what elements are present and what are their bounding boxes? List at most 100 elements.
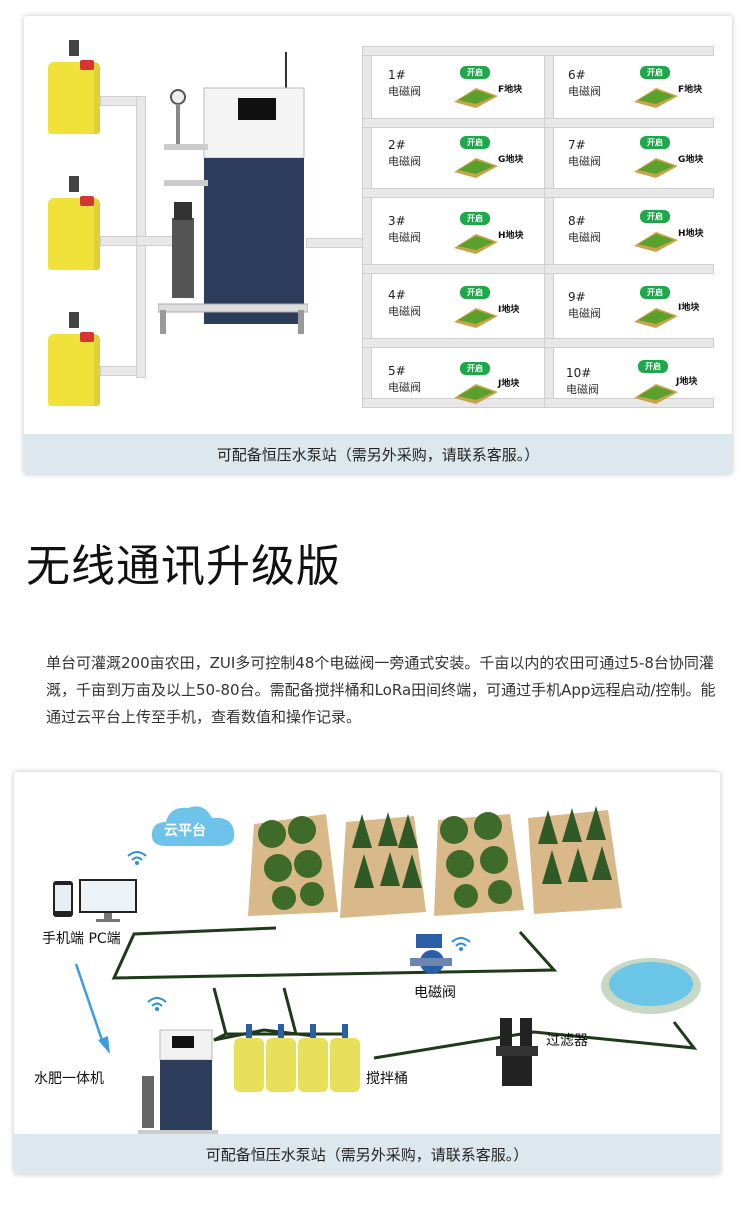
open-status-badge: 开启 xyxy=(640,66,670,79)
open-status-badge: 开启 xyxy=(640,210,670,223)
open-status-badge: 开启 xyxy=(460,66,490,79)
mixing-tanks xyxy=(234,1024,360,1092)
bottom-caption: 可配备恒压水泵站（需另外采购，请联系客服。） xyxy=(14,1134,720,1174)
monitor-icon xyxy=(79,879,137,922)
phone-icon xyxy=(53,881,73,917)
wifi-icon xyxy=(147,997,167,1011)
arrow-icon xyxy=(74,963,110,1054)
field-plot-icon xyxy=(454,234,498,254)
fertilizer-tank-3 xyxy=(48,334,100,406)
machine-label: 水肥一体机 xyxy=(34,1071,104,1087)
field-plot-icon xyxy=(454,308,498,328)
valve-number: 8# xyxy=(568,214,586,228)
plot-label: H地块 xyxy=(498,231,524,241)
branch-pipe xyxy=(544,398,714,408)
section-heading: 无线通讯升级版 xyxy=(26,541,341,592)
solenoid-valve-icon xyxy=(410,934,452,974)
plot-label: J地块 xyxy=(676,377,698,387)
valve-name: 电磁阀 xyxy=(388,155,421,168)
top-system-panel: 1# 电磁阀 开启 F地块 2# 电磁阀 开启 G地块 3# 电磁阀 开启 H地… xyxy=(24,16,732,474)
valve-number: 2# xyxy=(388,138,406,152)
field-plot-icon xyxy=(634,88,678,108)
valve-name: 电磁阀 xyxy=(566,383,599,396)
valve-name: 电磁阀 xyxy=(568,307,601,320)
open-status-badge: 开启 xyxy=(640,136,670,149)
valve-name: 电磁阀 xyxy=(568,231,601,244)
valve-number: 10# xyxy=(566,366,592,380)
tank-pipe-3 xyxy=(100,366,140,376)
branch-pipe xyxy=(362,264,546,274)
water-pond xyxy=(601,958,701,1014)
tank-motor-2 xyxy=(69,176,79,192)
left-manifold xyxy=(362,48,372,402)
tank-cap-2 xyxy=(80,196,94,206)
plot-label: J地块 xyxy=(498,379,520,389)
valve-number: 6# xyxy=(568,68,586,82)
field-plot-icon xyxy=(634,308,678,328)
fertilizer-tank-2 xyxy=(48,198,100,270)
tank-motor-3 xyxy=(69,312,79,328)
wifi-icon xyxy=(127,851,147,865)
field-plot-icon xyxy=(454,158,498,178)
tank-cap-3 xyxy=(80,332,94,342)
valve-name: 电磁阀 xyxy=(568,85,601,98)
valve-label: 电磁阀 xyxy=(414,985,456,1001)
right-manifold xyxy=(544,48,554,402)
branch-pipe xyxy=(544,338,714,348)
valve-name: 电磁阀 xyxy=(388,381,421,394)
field-plot-icon xyxy=(634,384,678,404)
crop-fields xyxy=(248,806,622,918)
open-status-badge: 开启 xyxy=(640,286,670,299)
cloud-icon xyxy=(151,806,235,846)
branch-pipe xyxy=(544,188,714,198)
mixer-label: 搅拌桶 xyxy=(366,1071,408,1087)
branch-pipe xyxy=(362,338,546,348)
branch-pipe xyxy=(544,118,714,128)
plot-label: F地块 xyxy=(498,85,523,95)
main-outlet-pipe xyxy=(306,238,368,248)
open-status-badge: 开启 xyxy=(460,136,490,149)
field-plot-icon xyxy=(634,232,678,252)
field-plot-icon xyxy=(634,158,678,178)
valve-name: 电磁阀 xyxy=(388,305,421,318)
valve-number: 9# xyxy=(568,290,586,304)
branch-pipe xyxy=(544,264,714,274)
plot-label: I地块 xyxy=(678,303,700,313)
tank-motor-1 xyxy=(69,40,79,56)
fertigation-machine-small xyxy=(138,1029,218,1136)
open-status-badge: 开启 xyxy=(460,362,490,375)
valve-number: 3# xyxy=(388,214,406,228)
fertigation-machine xyxy=(158,52,308,334)
field-plot-icon xyxy=(454,88,498,108)
valve-number: 4# xyxy=(388,288,406,302)
fertilizer-tank-1 xyxy=(48,62,100,134)
bottom-diagram-panel: 云平台 手机端 PC端 水肥一体机 xyxy=(14,772,720,1174)
top-header-pipe xyxy=(362,46,714,56)
description-paragraph: 单台可灌溉200亩农田，ZUI多可控制48个电磁阀一旁通式安装。千亩以内的农田可… xyxy=(46,654,716,726)
top-caption: 可配备恒压水泵站（需另外采购，请联系客服。） xyxy=(24,434,732,474)
valve-number: 1# xyxy=(388,68,406,82)
open-status-badge: 开启 xyxy=(638,360,668,373)
open-status-badge: 开启 xyxy=(460,212,490,225)
valve-number: 5# xyxy=(388,364,406,378)
branch-pipe xyxy=(362,188,546,198)
wifi-icon xyxy=(451,937,471,951)
open-status-badge: 开启 xyxy=(460,286,490,299)
plot-label: G地块 xyxy=(678,155,704,165)
tank-cap-1 xyxy=(80,60,94,70)
tank-pipe-1 xyxy=(100,96,140,106)
valve-name: 电磁阀 xyxy=(568,155,601,168)
plot-label: G地块 xyxy=(498,155,524,165)
filter-icon xyxy=(496,1018,538,1086)
field-plot-icon xyxy=(454,384,498,404)
valve-name: 电磁阀 xyxy=(388,85,421,98)
plot-label: H地块 xyxy=(678,229,704,239)
plot-label: F地块 xyxy=(678,85,703,95)
plot-label: I地块 xyxy=(498,305,520,315)
devices-label: 手机端 PC端 xyxy=(42,931,121,947)
tank-pipe-2 xyxy=(100,236,140,246)
valve-number: 7# xyxy=(568,138,586,152)
cloud-platform-label: 云平台 xyxy=(164,823,206,839)
filter-label: 过滤器 xyxy=(546,1033,588,1049)
branch-pipe xyxy=(362,118,546,128)
